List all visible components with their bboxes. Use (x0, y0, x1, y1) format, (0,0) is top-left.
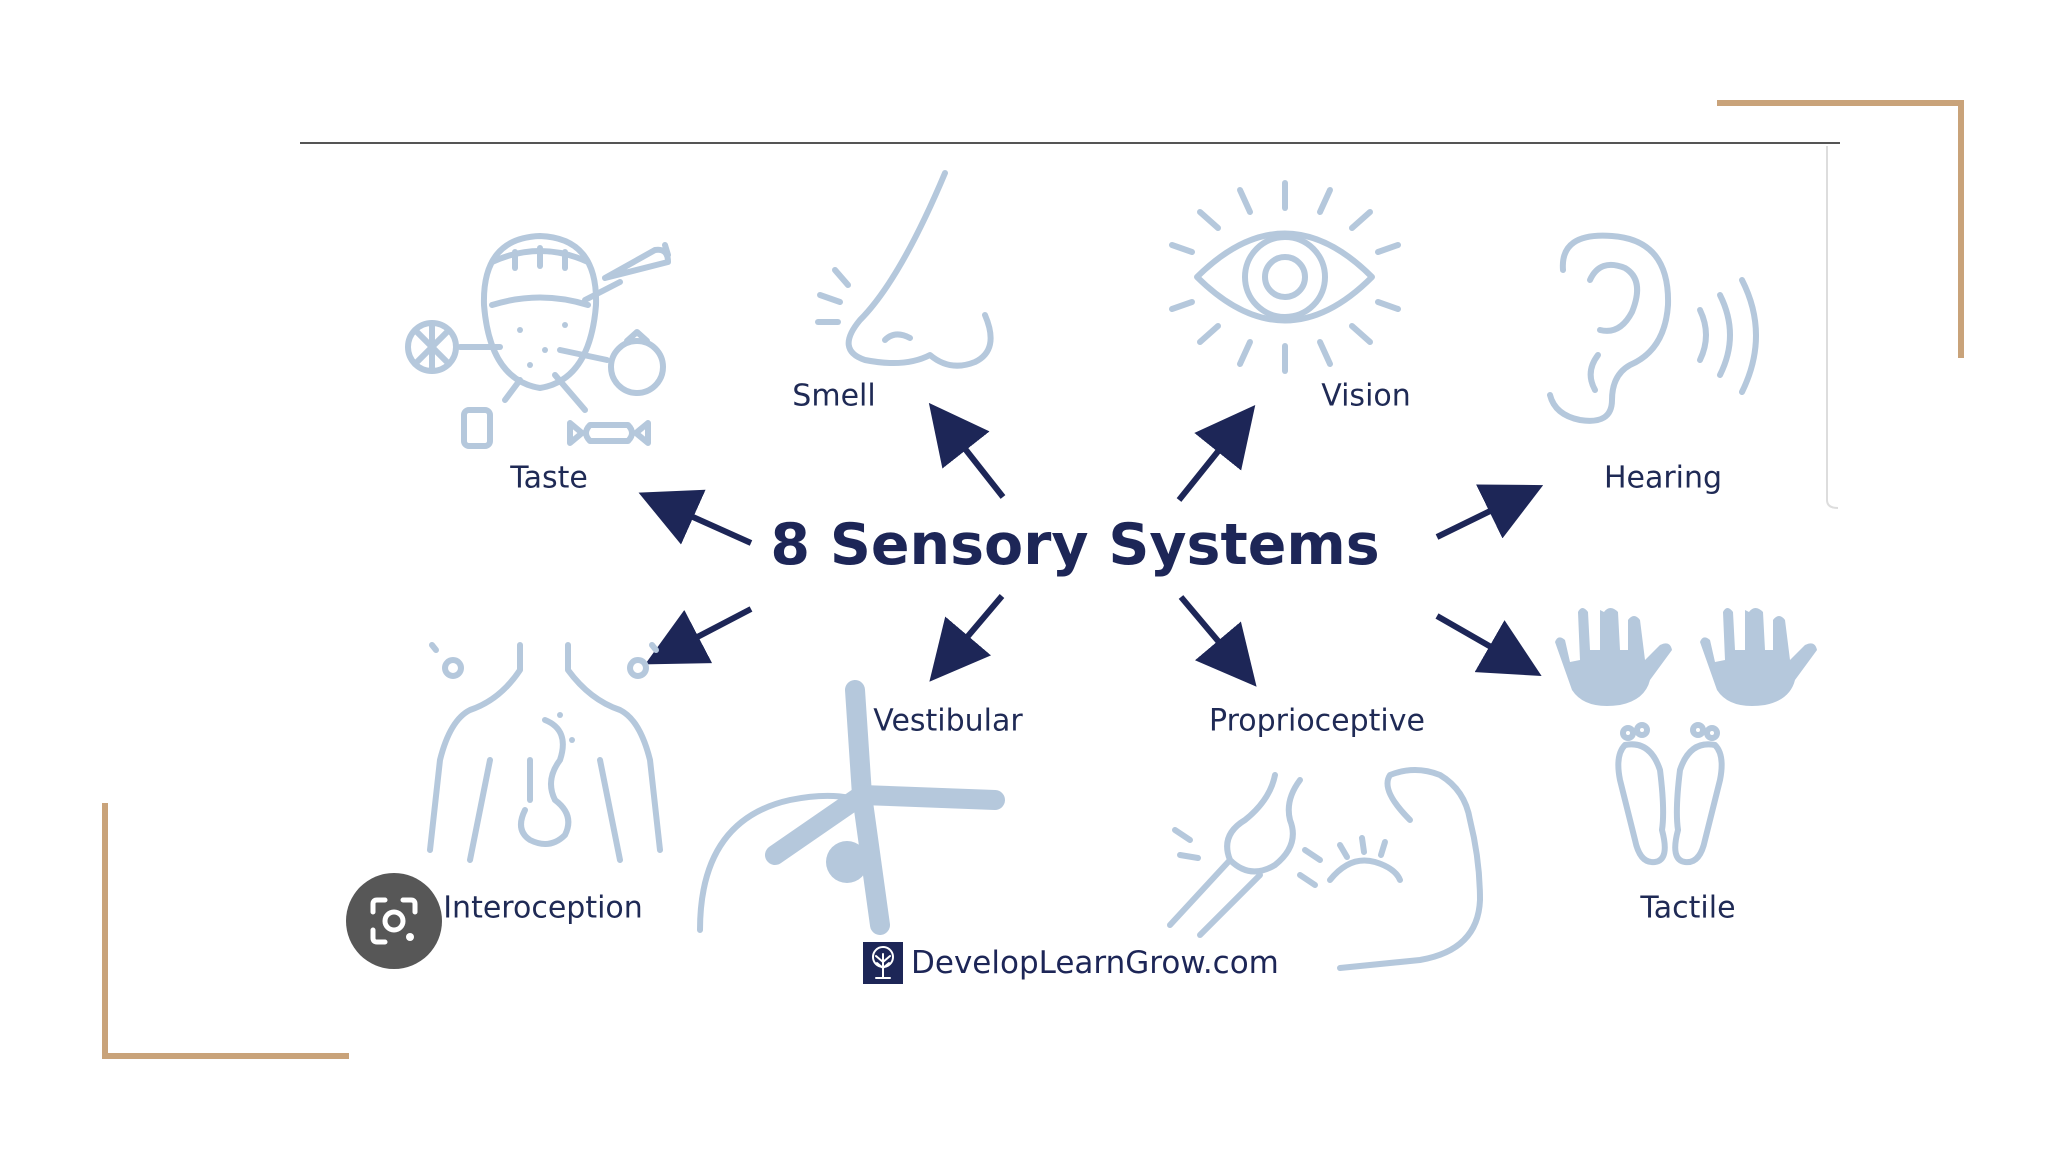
brand-name: DevelopLearnGrow.com (911, 945, 1279, 981)
arrows (638, 402, 1544, 687)
arrow-to-tactile (1435, 613, 1542, 676)
arrow-to-taste (638, 489, 753, 546)
proprioceptive-icon (1167, 767, 1483, 971)
tactile-icon (1555, 608, 1817, 866)
tree-logo-icon (863, 942, 903, 984)
label-tactile: Tactile (1640, 890, 1736, 926)
arrow-to-proprioceptive (1178, 595, 1257, 687)
label-vision: Vision (1321, 378, 1411, 414)
frame-decoration (102, 100, 1964, 1059)
label-smell: Smell (792, 378, 876, 414)
label-hearing: Hearing (1603, 460, 1723, 496)
brand-credit: DevelopLearnGrow.com (863, 942, 1279, 984)
arrow-to-vision (1176, 404, 1256, 502)
arrow-to-hearing (1435, 484, 1544, 540)
arrow-to-smell (928, 402, 1006, 499)
diagram-title: 8 Sensory Systems (770, 512, 1380, 578)
label-proprioceptive: Proprioceptive (1209, 703, 1425, 739)
vision-icon (1169, 180, 1401, 374)
vestibular-icon (697, 680, 1005, 935)
hearing-icon (1547, 232, 1759, 424)
google-lens-icon (370, 897, 418, 945)
taste-icon (405, 233, 671, 449)
arrow-to-interoception (645, 606, 753, 665)
label-taste: Taste (510, 460, 588, 496)
label-vestibular: Vestibular (873, 703, 1023, 739)
interoception-icon (427, 642, 663, 863)
arrow-to-vestibular (929, 594, 1005, 682)
label-interoception: Interoception (443, 890, 643, 926)
smell-icon (815, 170, 994, 369)
google-lens-button[interactable] (346, 873, 442, 969)
